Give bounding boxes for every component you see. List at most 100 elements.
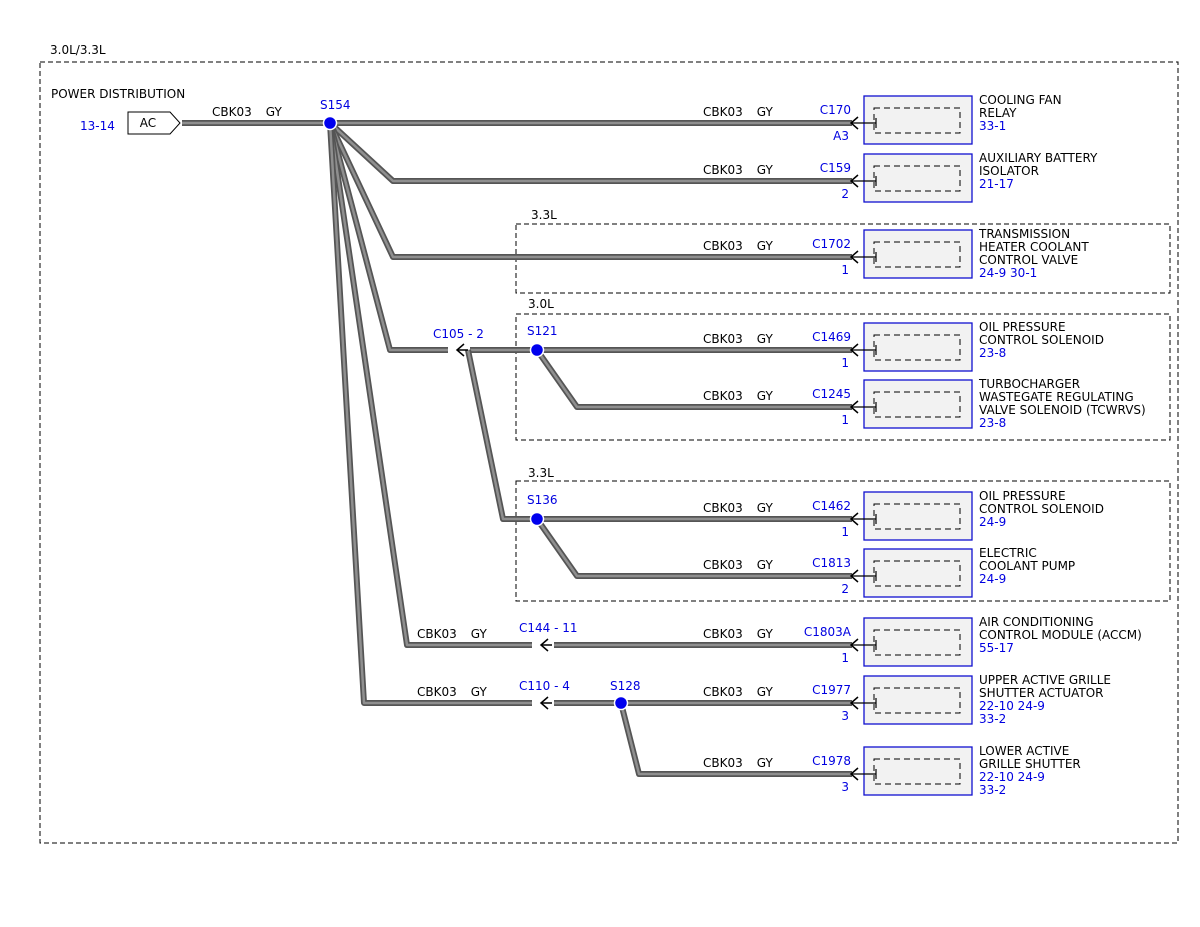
- component-ref[interactable]: 23-8: [979, 416, 1006, 430]
- wire-s128-to-c1978: [618, 702, 852, 777]
- splice-s121-label[interactable]: S121: [527, 324, 558, 338]
- pin-label: 2: [841, 187, 849, 201]
- component-name-line: AUXILIARY BATTERY: [979, 151, 1098, 165]
- splice-s121: S121: [527, 324, 558, 358]
- splice-s136: S136: [527, 493, 558, 527]
- component-name-line: GRILLE SHUTTER: [979, 757, 1081, 771]
- inline-connector-c110: C110 - 4: [519, 679, 570, 710]
- connector-label[interactable]: C1978: [812, 754, 851, 768]
- component-inner-box: [873, 165, 961, 192]
- component-ref[interactable]: 33-2: [979, 783, 1006, 797]
- inline-connector-c144-label[interactable]: C144 - 11: [519, 621, 578, 635]
- power-pin-label: AC: [140, 116, 156, 130]
- component-ref[interactable]: 22-10 24-9: [979, 699, 1045, 713]
- component-ref[interactable]: 21-17: [979, 177, 1014, 191]
- component-ref[interactable]: 23-8: [979, 346, 1006, 360]
- connector-label[interactable]: C1803A: [804, 625, 852, 639]
- splice-s128-label[interactable]: S128: [610, 679, 641, 693]
- component-ref[interactable]: 24-9: [979, 515, 1006, 529]
- pin-label: 1: [841, 413, 849, 427]
- pin-label: 3: [841, 709, 849, 723]
- component-box: [863, 95, 973, 145]
- component-inner-box: [873, 687, 961, 714]
- component-box: [863, 379, 973, 429]
- pin-label: 3: [841, 780, 849, 794]
- pin-label: 1: [841, 525, 849, 539]
- component-inner-box: [873, 503, 961, 530]
- power-pin-connector: [127, 111, 181, 135]
- component-inner-box: [873, 334, 961, 361]
- component-ref[interactable]: 33-2: [979, 712, 1006, 726]
- component-ref[interactable]: 33-1: [979, 119, 1006, 133]
- connector-label[interactable]: C1702: [812, 237, 851, 251]
- power-distribution-label: POWER DISTRIBUTION: [51, 87, 185, 101]
- component-name-line: WASTEGATE REGULATING: [979, 390, 1134, 404]
- connector-label[interactable]: C1813: [812, 556, 851, 570]
- component-ref[interactable]: 22-10 24-9: [979, 770, 1045, 784]
- power-distribution-ref[interactable]: 13-14: [80, 119, 115, 133]
- region-label-3-3l: 3.3L: [528, 466, 554, 480]
- connector-label[interactable]: C1462: [812, 499, 851, 513]
- pin-label: 1: [841, 651, 849, 665]
- component-box: [863, 491, 973, 541]
- wire-c105-to-s136: [465, 349, 537, 522]
- wire-harness: [182, 120, 852, 777]
- component-inner-box: [873, 560, 961, 587]
- wire-s154-to-c159: [327, 120, 852, 184]
- component-inner-box: [873, 758, 961, 785]
- component-ref[interactable]: 24-9 30-1: [979, 266, 1037, 280]
- component-name-line: VALVE SOLENOID (TCWRVS): [979, 403, 1146, 417]
- connector-label[interactable]: C159: [820, 161, 851, 175]
- component-name-line: CONTROL MODULE (ACCM): [979, 628, 1142, 642]
- inline-connector-c110-label[interactable]: C110 - 4: [519, 679, 570, 693]
- inline-connector-c105-label[interactable]: C105 - 2: [433, 327, 484, 341]
- outer-frame: [39, 61, 1179, 844]
- connector-label[interactable]: C170: [820, 103, 851, 117]
- component-name-line: LOWER ACTIVE: [979, 744, 1069, 758]
- connector-label[interactable]: C1245: [812, 387, 851, 401]
- component-name-line: CONTROL SOLENOID: [979, 333, 1104, 347]
- pin-label: A3: [833, 129, 849, 143]
- splice-s136-label[interactable]: S136: [527, 493, 558, 507]
- component-ref[interactable]: 24-9: [979, 572, 1006, 586]
- wire-s154-to-c144: [327, 122, 532, 648]
- wire-s121-to-c1245: [534, 348, 852, 410]
- connector-label[interactable]: C1469: [812, 330, 851, 344]
- splice-s128: S128: [610, 679, 641, 711]
- component-ref[interactable]: 55-17: [979, 641, 1014, 655]
- component-box: [863, 322, 973, 372]
- diagram-title: 3.0L/3.3L: [50, 43, 106, 57]
- splice-s154-label[interactable]: S154: [320, 98, 351, 112]
- connector-label[interactable]: C1977: [812, 683, 851, 697]
- component-inner-box: [873, 241, 961, 268]
- component-name-line: ELECTRIC: [979, 546, 1037, 560]
- component-name-line: CONTROL VALVE: [979, 253, 1078, 267]
- region-frame-3-3l: [515, 480, 1171, 602]
- component-box: [863, 153, 973, 203]
- wire-s154-to-c110: [327, 122, 532, 706]
